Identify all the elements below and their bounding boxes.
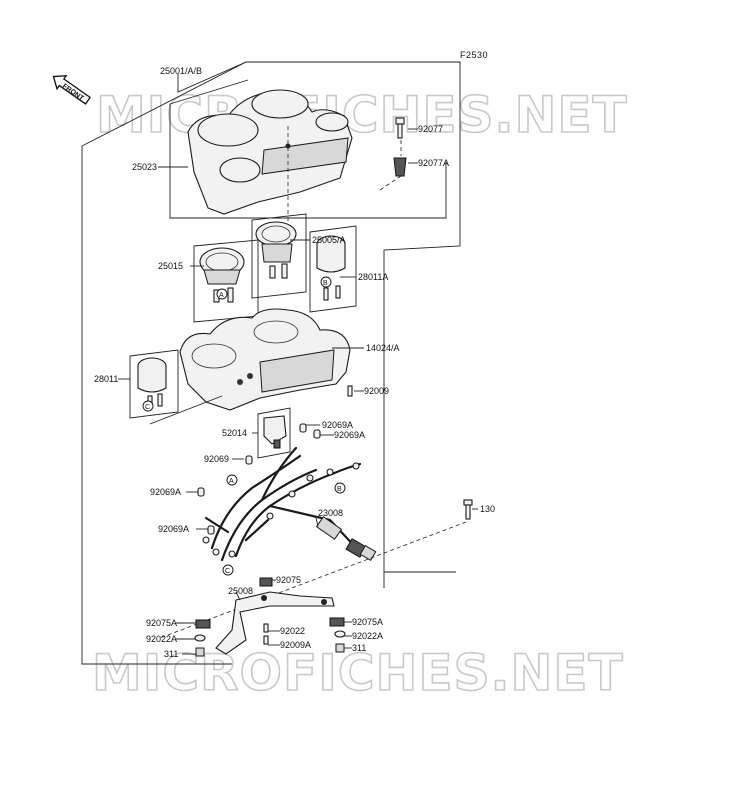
watermark-bottom: MICROFICHES.NET bbox=[92, 644, 624, 702]
leader-lines bbox=[118, 61, 478, 655]
callout-28011: 28011 bbox=[94, 374, 118, 384]
meter-cover bbox=[187, 89, 353, 215]
meter-case bbox=[179, 308, 351, 411]
marker-a-lower: A bbox=[229, 478, 234, 485]
tachometer-box bbox=[251, 213, 307, 299]
callout-130: 130 bbox=[480, 504, 495, 514]
callout-92022: 92022 bbox=[280, 626, 305, 636]
callout-92075a-left: 92075A bbox=[146, 618, 177, 628]
grommet-icon bbox=[195, 577, 345, 629]
callout-92069a-2: 92069A bbox=[334, 430, 365, 440]
callout-92069a-3: 92069A bbox=[150, 487, 181, 497]
bulb-icon bbox=[197, 423, 321, 535]
speedometer-unit bbox=[199, 247, 245, 303]
screw-icon bbox=[463, 499, 473, 520]
callout-52014: 52014 bbox=[222, 428, 247, 438]
marker-c-lower: C bbox=[225, 568, 230, 575]
socket-box bbox=[257, 407, 291, 459]
callout-25005: 25005/A bbox=[312, 235, 346, 245]
screw-icon bbox=[395, 117, 405, 139]
gauge-left-unit bbox=[137, 357, 167, 409]
washer-icon bbox=[194, 630, 346, 642]
callout-25015: 25015 bbox=[158, 261, 183, 271]
leader-28011 bbox=[149, 395, 223, 425]
callout-28011a: 28011A bbox=[358, 272, 388, 282]
callout-92077a: 92077A bbox=[418, 158, 449, 168]
watermark-top: MICROFICHES.NET bbox=[96, 86, 628, 144]
mounting-bracket bbox=[215, 591, 335, 655]
callout-311-right: 311 bbox=[352, 643, 366, 653]
marker-c-upper: C bbox=[145, 404, 150, 411]
marker-b-upper: B bbox=[323, 280, 328, 287]
tachometer-unit bbox=[255, 221, 297, 279]
callout-92022a-left: 92022A bbox=[146, 634, 177, 644]
callout-92069: 92069 bbox=[204, 454, 229, 464]
callout-92069a-1: 92069A bbox=[322, 420, 353, 430]
callout-92009a: 92009A bbox=[280, 640, 311, 650]
wiring-harness bbox=[202, 446, 377, 562]
callout-92069a-4: 92069A bbox=[158, 524, 189, 534]
gauge-left-box bbox=[129, 349, 179, 419]
callout-labels: 25001/A/B 92077 92077A 25023 25005/A 250… bbox=[94, 66, 495, 659]
callout-92075: 92075 bbox=[276, 575, 301, 585]
grommet-icon bbox=[393, 157, 407, 177]
marker-b-lower: B bbox=[337, 486, 342, 493]
callout-25001: 25001/A/B bbox=[160, 66, 202, 76]
callout-92022a-right: 92022A bbox=[352, 631, 383, 641]
callout-92009: 92009 bbox=[364, 386, 389, 396]
callout-311-left: 311 bbox=[164, 649, 178, 659]
cover-box bbox=[169, 79, 447, 219]
callout-23008: 23008 bbox=[318, 508, 343, 518]
reference-markers: A B C A B C bbox=[142, 276, 346, 576]
marker-a-upper: A bbox=[219, 292, 224, 299]
callout-25023: 25023 bbox=[132, 162, 157, 172]
figure-code: F2530 bbox=[460, 50, 488, 60]
screw-icon bbox=[263, 623, 269, 645]
gauge-right-box bbox=[309, 225, 357, 313]
gauge-right-unit bbox=[316, 235, 346, 301]
dashed-guide bbox=[159, 521, 467, 639]
callout-92075a-right: 92075A bbox=[352, 617, 383, 627]
callout-14024: 14024/A bbox=[366, 343, 400, 353]
front-arrow-icon: FRONT bbox=[52, 75, 92, 105]
callout-92077: 92077 bbox=[418, 124, 443, 134]
screw-icon bbox=[347, 385, 353, 397]
socket-unit bbox=[263, 415, 287, 449]
callout-25008: 25008 bbox=[228, 586, 253, 596]
